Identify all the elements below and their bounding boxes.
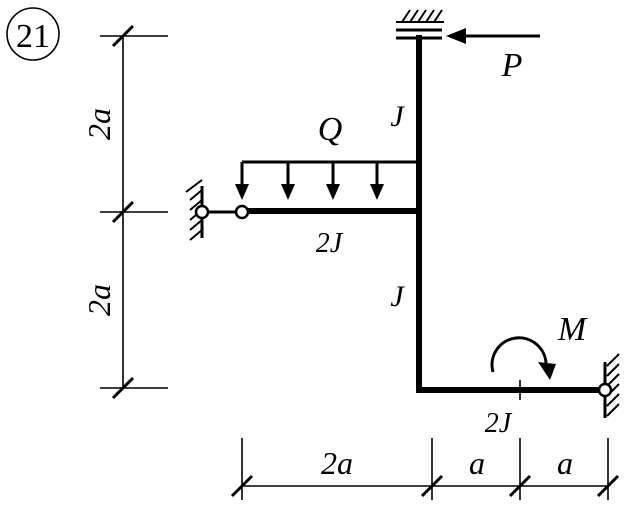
right-hinged-support: [597, 353, 620, 418]
frame-members: [243, 35, 603, 400]
stiffness-lower-column: J: [390, 280, 405, 313]
stiffness-left-beam: 2J: [316, 228, 344, 259]
stiffness-bottom-beam: 2J: [485, 408, 513, 439]
top-fixed-support: [396, 9, 444, 40]
force-p-arrow: P: [446, 28, 540, 84]
vertical-dimension: 2a 2a: [81, 24, 168, 400]
dim-horizontal-middle: a: [469, 445, 485, 481]
dim-horizontal-right: a: [557, 445, 573, 481]
dim-horizontal-left: 2a: [321, 445, 353, 481]
dim-vertical-upper: 2a: [81, 108, 117, 140]
figure-number-badge: 21: [6, 7, 60, 61]
moment-m-label: M: [557, 311, 588, 348]
stiffness-upper-column: J: [390, 100, 405, 133]
distributed-load: Q: [235, 111, 419, 200]
left-hinged-support: [185, 179, 250, 241]
horizontal-dimension: 2a a a: [230, 438, 620, 500]
figure-number: 21: [16, 18, 50, 55]
moment-m-arrow: M: [490, 311, 588, 380]
force-p-label: P: [501, 47, 523, 84]
distributed-load-label: Q: [318, 111, 343, 148]
dim-vertical-lower: 2a: [81, 284, 117, 316]
